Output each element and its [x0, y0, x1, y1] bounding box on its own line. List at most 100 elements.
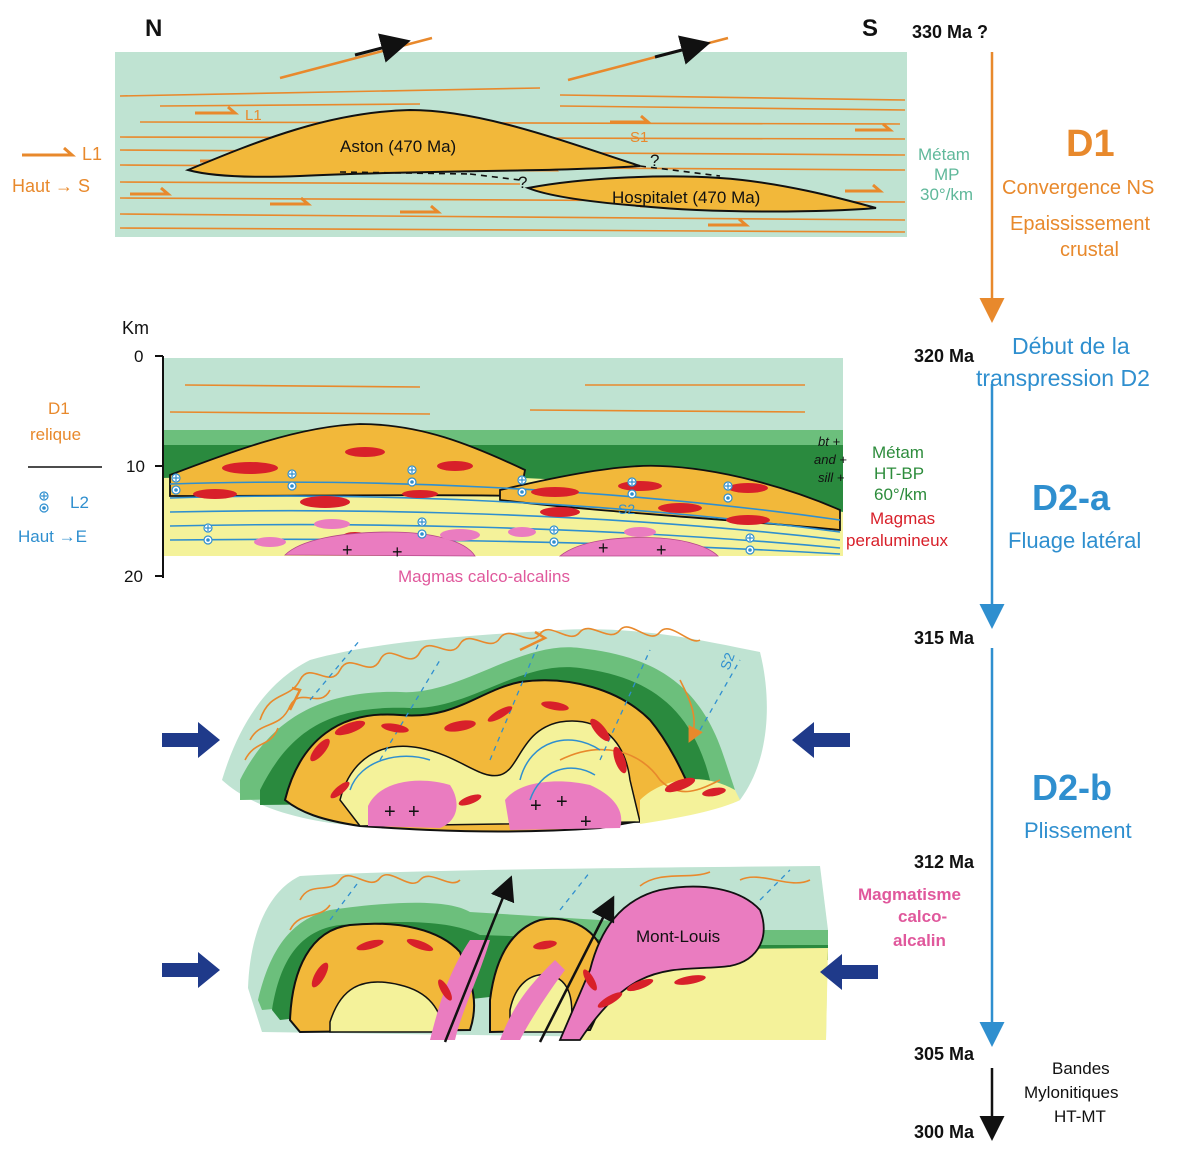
- aston-granite: [184, 108, 641, 178]
- phase-d2-start-line2: transpression D2: [976, 365, 1150, 391]
- fold-shear-arrow: [519, 630, 548, 652]
- d2a-s2-label: S2: [618, 501, 635, 517]
- phase-d2-start-line1: Début de la: [1012, 333, 1130, 359]
- phase-d2a-subtitle: Fluage latéral: [1008, 528, 1141, 553]
- panel-d2b-folding: ++ +++: [162, 626, 850, 833]
- svg-text:+: +: [580, 811, 592, 833]
- time-305: 305 Ma: [914, 1044, 975, 1064]
- panel-d2b-faulting: Mont-Louis Magmatisme calco- alcalin: [162, 866, 961, 1043]
- mont-louis-label: Mont-Louis: [636, 927, 720, 946]
- fold-blue-foliation: [349, 739, 601, 801]
- magmas-pera-line1: Magmas: [870, 509, 935, 528]
- svg-text:+: +: [342, 540, 353, 560]
- svg-text:+: +: [598, 538, 609, 558]
- time-315: 315 Ma: [914, 628, 975, 648]
- time-320: 320 Ma: [914, 346, 975, 366]
- d2a-metam-line2: HT-BP: [874, 464, 924, 483]
- svg-text:+: +: [384, 801, 396, 823]
- north-label: N: [145, 15, 162, 42]
- fault-lines: [443, 875, 615, 1043]
- fold-plus-symbols: ++ +++: [384, 791, 592, 833]
- km-label: Km: [122, 318, 149, 338]
- haut-s-label: Haut → S: [12, 176, 90, 196]
- phase-d1-title: D1: [1066, 123, 1115, 165]
- d1-metam-line1: Métam: [918, 145, 970, 164]
- hospitalet-label: Hospitalet (470 Ma): [612, 188, 760, 207]
- fault-orange-folds: [289, 871, 811, 931]
- d2a-metam-line1: Métam: [872, 443, 924, 462]
- d2a-calc-alkaline-magmas: [254, 519, 719, 557]
- l1-inline-label: L1: [245, 107, 262, 124]
- time-330: 330 Ma ?: [912, 22, 988, 42]
- panel-d1: N S L1 S1 Aston (470 Ma) Hospitalet (470…: [12, 15, 973, 237]
- time-312: 312 Ma: [914, 852, 975, 872]
- mineral-and: and +: [814, 452, 847, 467]
- compression-arrow-left: [162, 722, 220, 758]
- d2a-l2-symbols: [171, 465, 755, 555]
- s1-label: S1: [630, 129, 648, 146]
- compression-arrow-left: [162, 952, 220, 988]
- bandes-line2: Mylonitiques: [1024, 1083, 1119, 1102]
- d1-metam-line2: MP: [934, 165, 960, 184]
- fold-calc-alkaline-body: [368, 780, 457, 828]
- south-label: S: [862, 15, 878, 42]
- d1-shear-arrow: [354, 33, 411, 63]
- phase-d1-line1: Convergence NS: [1002, 177, 1154, 199]
- d1-shear-arrow: [654, 35, 711, 65]
- d1-relique-line1: D1: [48, 399, 70, 418]
- svg-text:+: +: [408, 801, 420, 823]
- d2a-relict-foliation: [169, 384, 806, 415]
- d2a-metam-line3: 60°/km: [874, 485, 927, 504]
- svg-text:+: +: [530, 795, 542, 817]
- fold-peraluminous-lenses: [310, 701, 726, 806]
- depth-tick-label: 20: [124, 567, 143, 586]
- mont-louis-pluton: [558, 885, 765, 1041]
- depth-tick-label: 0: [134, 347, 143, 366]
- magmas-pera-line2: peralumineux: [846, 531, 949, 550]
- aston-label: Aston (470 Ma): [340, 137, 456, 156]
- fold-orange-folds: [244, 626, 721, 793]
- magmas-calco-label: Magmas calco-alcalins: [398, 567, 570, 586]
- d2a-upper-crust: [163, 358, 843, 438]
- l1-legend-label: L1: [82, 144, 102, 164]
- phase-labels: D1 Convergence NS Epaississement crustal…: [976, 123, 1154, 1126]
- fold-shear-arrow: [288, 686, 302, 711]
- fold-s2-cleavage: [309, 639, 741, 761]
- d1-inferred-contact: [339, 171, 521, 181]
- haut-e-label: Haut →E: [18, 527, 87, 546]
- compression-arrow-right: [820, 954, 878, 990]
- question-mark: ?: [650, 151, 659, 170]
- phase-d2a-title: D2-a: [1032, 477, 1111, 518]
- d2a-plus-symbols: + + + +: [342, 538, 667, 562]
- fault-zone-pink: [500, 960, 565, 1040]
- d2a-aston-granite: [169, 423, 527, 497]
- phase-d1-line2: Epaississement: [1010, 213, 1151, 235]
- d1-metam-line3: 30°/km: [920, 185, 973, 204]
- depth-tick-label: 10: [126, 457, 145, 476]
- svg-text:+: +: [392, 542, 403, 562]
- magmatisme-line1: Magmatisme: [858, 885, 961, 904]
- compression-arrow-right: [792, 722, 850, 758]
- l2-legend-label: L2: [70, 493, 89, 512]
- fold-s2-label: S2: [717, 650, 738, 672]
- svg-text:+: +: [656, 540, 667, 560]
- bandes-line1: Bandes: [1052, 1059, 1110, 1078]
- bandes-line3: HT-MT: [1054, 1107, 1106, 1126]
- time-300: 300 Ma: [914, 1122, 975, 1142]
- hospitalet-granite: [524, 175, 877, 213]
- question-mark: ?: [518, 173, 527, 192]
- phase-d2b-subtitle: Plissement: [1024, 818, 1132, 843]
- mineral-sill: sill +: [818, 470, 845, 485]
- l2-legend-symbol: [39, 491, 49, 513]
- timeline: 330 Ma ? 320 Ma 315 Ma 312 Ma 305 Ma 300…: [912, 22, 1005, 1142]
- d2a-hospitalet-granite: [499, 464, 841, 531]
- d1-inferred-contact: [639, 165, 721, 177]
- magmatisme-line3: alcalin: [893, 931, 946, 950]
- phase-d1-line3: crustal: [1060, 239, 1119, 261]
- panel-d2a: + + + +: [18, 318, 949, 586]
- magmatisme-line2: calco-: [898, 907, 947, 926]
- phase-d2b-title: D2-b: [1032, 767, 1112, 808]
- fault-peraluminous-lenses: [311, 938, 706, 1008]
